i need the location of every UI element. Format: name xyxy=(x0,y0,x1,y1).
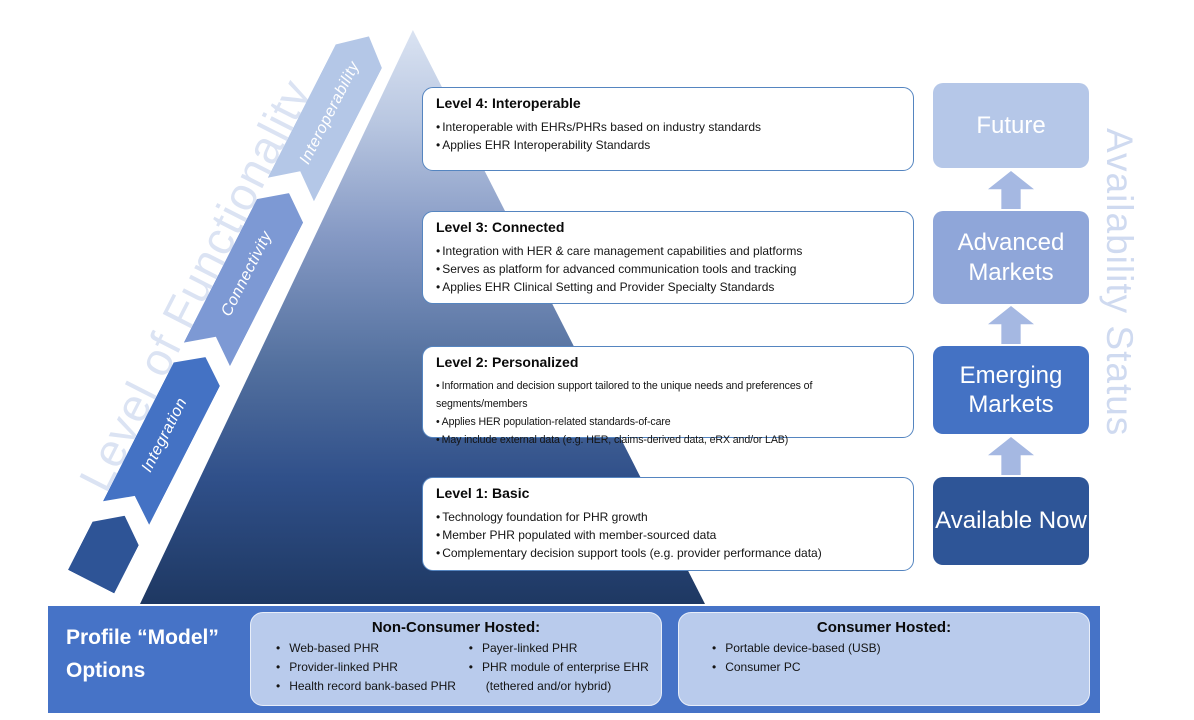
stage-advanced-markets: Advanced Markets xyxy=(933,211,1089,304)
level-1-box: Level 1: Basic Technology foundation for… xyxy=(422,477,914,571)
footer-title: Profile “Model” Options xyxy=(66,626,219,682)
stage-emerging-markets: Emerging Markets xyxy=(933,346,1089,434)
level-4-bullet: Applies EHR Interoperability Standards xyxy=(436,136,900,154)
level-2-bullet: Information and decision support tailore… xyxy=(436,377,900,413)
level-4-bullet: Interoperable with EHRs/PHRs based on in… xyxy=(436,118,900,136)
level-2-bullet: Applies HER population-related standards… xyxy=(436,413,900,431)
level-3-title: Level 3: Connected xyxy=(436,219,565,235)
level-1-bullet: Technology foundation for PHR growth xyxy=(436,508,900,526)
level-3-bullet: Integration with HER & care management c… xyxy=(436,242,900,260)
stage-available-now: Available Now xyxy=(933,477,1089,565)
list-item: Consumer PC xyxy=(707,658,1079,677)
level-3-box: Level 3: Connected Integration with HER … xyxy=(422,211,914,304)
list-item: Payer-linked PHR xyxy=(464,639,651,658)
list-item-note: (tethered and/or hybrid) xyxy=(485,678,612,693)
non-consumer-hosted-box: Non-Consumer Hosted: Web-based PHR Provi… xyxy=(250,612,662,706)
up-arrow-icon xyxy=(988,306,1034,344)
non-consumer-column-1: Web-based PHR Provider-linked PHR Health… xyxy=(261,639,464,696)
level-1-bullet: Member PHR populated with member-sourced… xyxy=(436,526,900,544)
consumer-hosted-title: Consumer Hosted: xyxy=(816,619,952,636)
level-3-bullet: Serves as platform for advanced communic… xyxy=(436,260,900,278)
list-item: Provider-linked PHR xyxy=(271,658,464,677)
level-2-title: Level 2: Personalized xyxy=(436,354,579,370)
up-arrow-icon xyxy=(988,437,1034,475)
level-2-box: Level 2: Personalized Information and de… xyxy=(422,346,914,446)
level-2-bullet: May include external data (e.g. HER, cla… xyxy=(436,431,900,449)
profile-model-options-bar: Profile “Model” Options Non-Consumer Hos… xyxy=(48,606,1100,713)
list-item: Web-based PHR xyxy=(271,639,464,658)
list-item: Portable device-based (USB) xyxy=(707,639,1079,658)
level-1-title: Level 1: Basic xyxy=(436,485,530,501)
stage-future: Future xyxy=(933,83,1089,168)
list-item: Health record bank-based PHR xyxy=(271,677,464,696)
non-consumer-column-2: Payer-linked PHR PHR module of enterpris… xyxy=(464,639,651,696)
availability-axis-label: Availability Status xyxy=(1099,128,1140,437)
consumer-hosted-box: Consumer Hosted: Portable device-based (… xyxy=(678,612,1090,706)
consumer-item-list: Portable device-based (USB) Consumer PC xyxy=(689,639,1079,677)
level-4-box: Level 4: Interoperable Interoperable wit… xyxy=(422,87,914,171)
list-item: PHR module of enterprise EHR xyxy=(464,658,651,677)
up-arrow-icon xyxy=(988,171,1034,209)
level-4-title: Level 4: Interoperable xyxy=(436,95,581,111)
non-consumer-hosted-title: Non-Consumer Hosted: xyxy=(371,619,541,636)
level-1-bullet: Complementary decision support tools (e.… xyxy=(436,544,900,562)
level-3-bullet: Applies EHR Clinical Setting and Provide… xyxy=(436,278,900,296)
